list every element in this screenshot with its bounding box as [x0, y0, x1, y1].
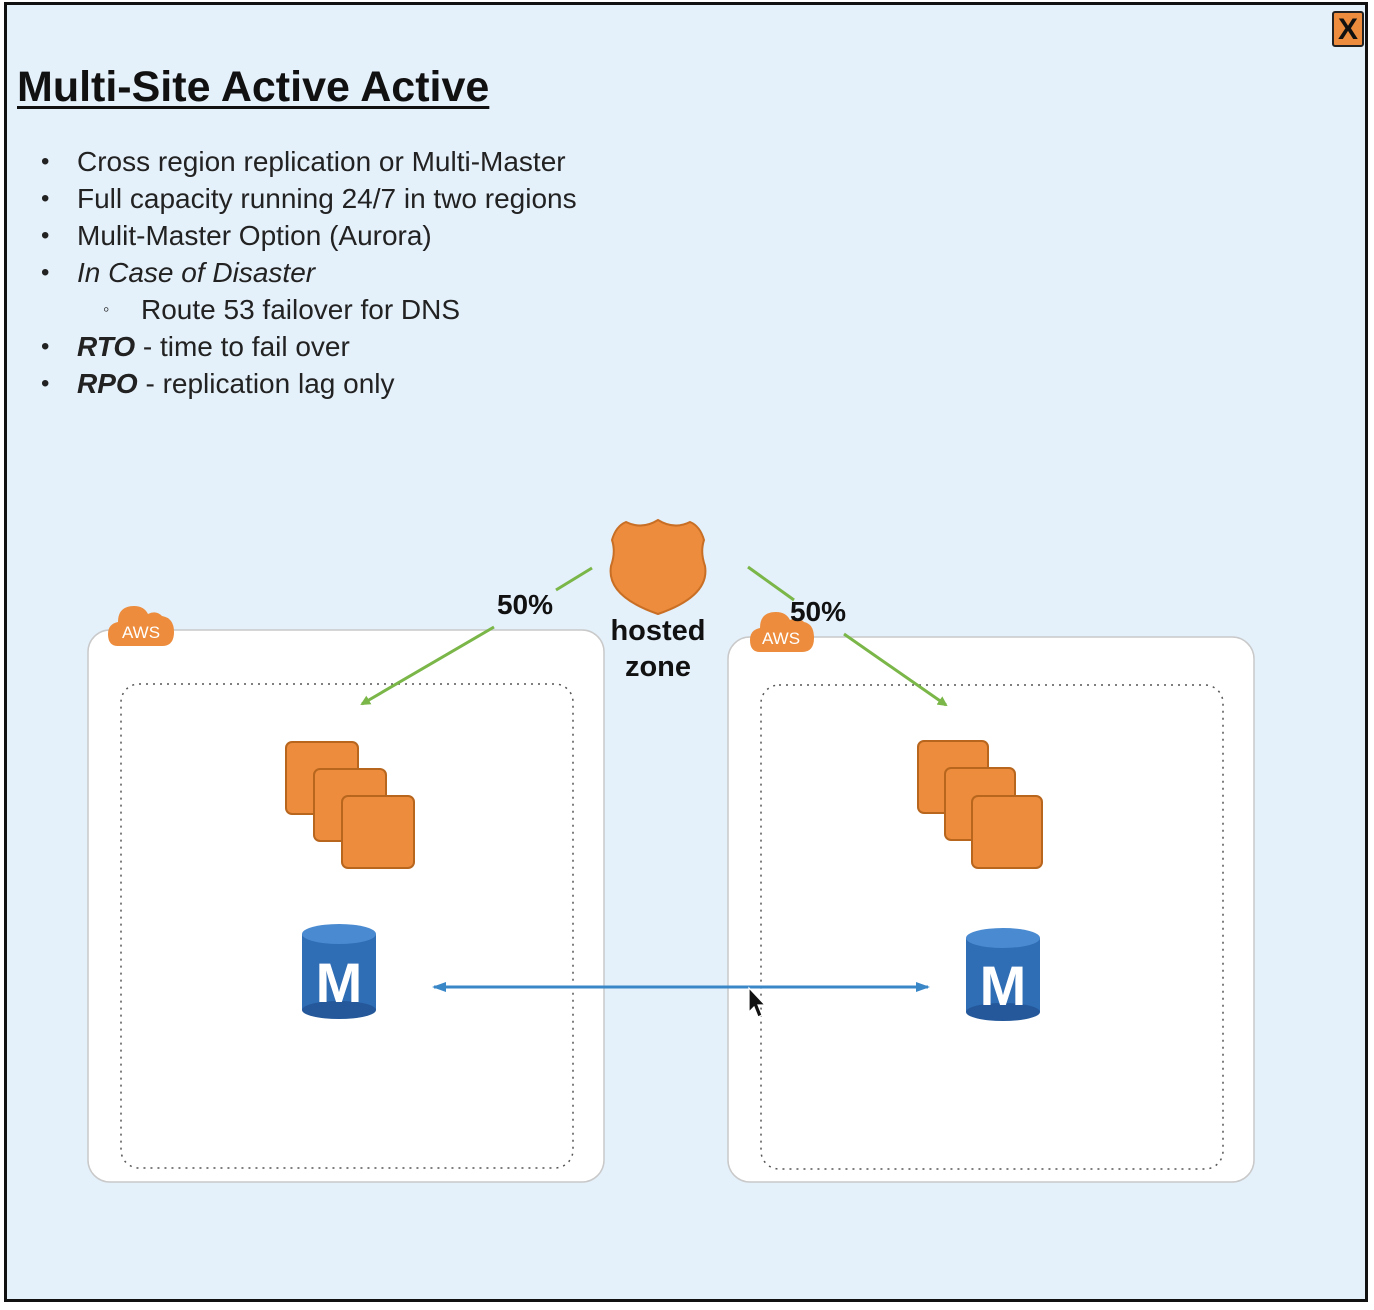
availability-zone-left [120, 683, 574, 1169]
sub-bullet-item: ◦Route 53 failover for DNS [103, 294, 461, 325]
aws-cloud-icon: AWS [750, 612, 814, 652]
traffic-arrow-right-segment [747, 565, 795, 602]
traffic-arrow-right [843, 632, 948, 707]
region-left-box [87, 629, 605, 1183]
close-button[interactable]: X [1332, 11, 1364, 47]
slide-title: Multi-Site Active Active [17, 63, 490, 111]
aws-badge-label: AWS [122, 623, 160, 642]
mouse-cursor-icon [748, 986, 767, 1018]
bullet-item: •In Case of Disaster [41, 257, 316, 288]
region-right: AWS M [727, 612, 1255, 1183]
weight-label-right: 50% [790, 596, 846, 627]
ec2-instances-icon [285, 741, 415, 869]
region-right-box [727, 636, 1255, 1183]
bullet-item: •Mulit-Master Option (Aurora) [41, 220, 432, 251]
ec2-instances-icon [917, 740, 1043, 869]
bullet-text: - time to fail over [135, 331, 350, 362]
traffic-arrow-left-segment [555, 566, 593, 592]
bullet-item: •RTO - time to fail over [41, 331, 350, 362]
database-icon: M [302, 924, 376, 1019]
database-icon: M [966, 928, 1040, 1021]
bullet-text: Cross region replication or Multi-Master [77, 146, 566, 177]
db-letter: M [316, 951, 363, 1014]
weight-label-left: 50% [497, 589, 553, 620]
route53-shield-icon [609, 518, 707, 616]
bullet-text: Mulit-Master Option (Aurora) [77, 220, 432, 251]
bullet-text: Route 53 failover for DNS [141, 294, 461, 325]
bullet-text: Full capacity running 24/7 in two region… [77, 183, 577, 214]
bullet-item: •RPO - replication lag only [41, 368, 395, 399]
bullet-item: •Full capacity running 24/7 in two regio… [41, 183, 577, 214]
db-letter: M [980, 954, 1027, 1017]
aws-badge-label: AWS [762, 629, 800, 648]
hosted-zone-label: zone [625, 651, 691, 683]
bullet-item: •Cross region replication or Multi-Maste… [41, 146, 566, 177]
bullet-text: - replication lag only [137, 368, 395, 399]
bullet-text: In Case of Disaster [77, 257, 316, 288]
bullet-list: •Cross region replication or Multi-Maste… [37, 143, 577, 402]
aws-cloud-icon: AWS [108, 606, 174, 646]
traffic-arrow-left [360, 625, 495, 706]
region-left: AWS M [87, 606, 605, 1183]
bullet-term: RPO [77, 368, 138, 399]
hosted-zone-label: hosted [610, 615, 705, 647]
bullet-term: RTO [77, 331, 136, 362]
